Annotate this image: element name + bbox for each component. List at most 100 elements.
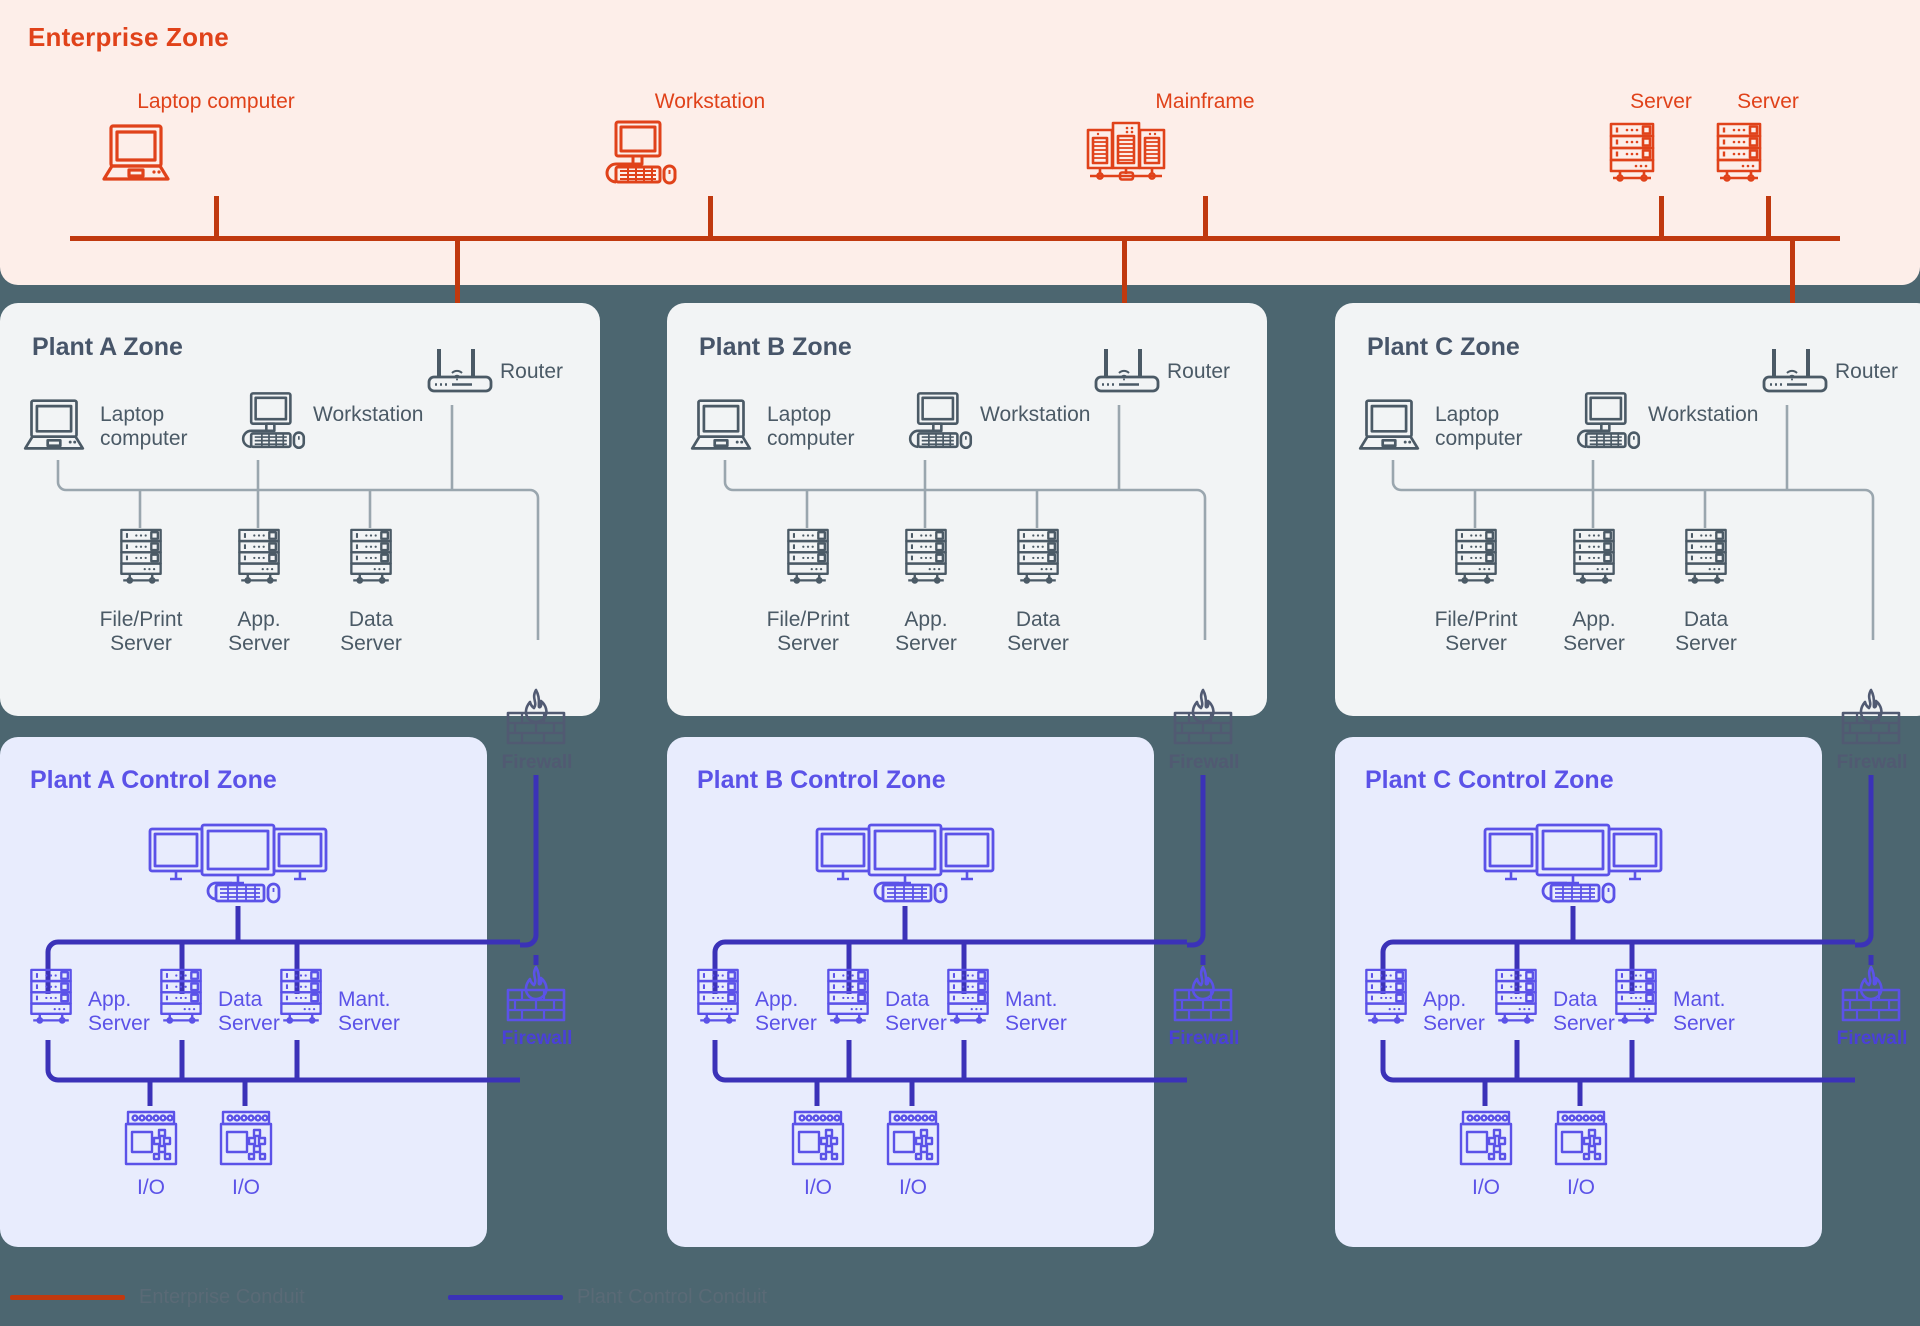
plant-c-control-server-mant[interactable] (1607, 968, 1665, 1026)
plant-a-laptop[interactable] (18, 397, 90, 453)
enterprise-node-server-2[interactable]: Server (1708, 90, 1828, 184)
plant-a-zone (0, 303, 600, 716)
firewall-plant-c-upper[interactable] (1839, 688, 1903, 752)
plant-c-workstation-label: Workstation (1648, 403, 1759, 426)
plant-c-server-app[interactable] (1565, 528, 1623, 586)
plant-c-hmi-workstation[interactable] (1483, 823, 1663, 905)
enterprise-to-plant-a-conduit (455, 236, 460, 346)
plant-b-control-server-mant-label: Mant. Server (1005, 988, 1067, 1035)
plant-a-server-app-line1: App. (237, 608, 281, 631)
plant-a-control-server-mant[interactable] (272, 968, 330, 1026)
plant-c-io-device-2[interactable] (1554, 1110, 1608, 1168)
plant-c-control-server-mant-label: Mant. Server (1673, 988, 1735, 1035)
plant-b-control-server-mant[interactable] (939, 968, 997, 1026)
plant-b-workstation[interactable] (895, 390, 977, 452)
laptop-icon (96, 122, 336, 184)
plant-c-control-server-data-label: Data Server (1553, 988, 1615, 1035)
mainframe-icon (1085, 120, 1325, 182)
plant-a-firewall-conduit (520, 775, 539, 965)
plant-a-io-device-1[interactable] (124, 1110, 178, 1168)
server-rack-icon (1601, 122, 1721, 184)
plant-b-router[interactable] (1092, 347, 1164, 395)
plant-a-io-device-2[interactable] (219, 1110, 273, 1168)
plant-b-control-lower-wiring (712, 1040, 1187, 1106)
enterprise-node-workstation[interactable]: Workstation (590, 90, 830, 186)
plant-a-laptop-label-line1: Laptop (100, 403, 165, 426)
plant-c-server-data[interactable] (1677, 528, 1735, 586)
legend-label-enterprise-conduit: Enterprise Conduit (139, 1286, 305, 1308)
firewall-plant-b-upper-label: Firewall (1168, 752, 1240, 773)
plant-a-server-data[interactable] (342, 528, 400, 586)
server-rack-icon (1708, 122, 1828, 184)
plant-a-io-device-1-label: I/O (136, 1176, 165, 1199)
plant-b-server-data-line1: Data (1015, 608, 1061, 631)
plant-b-io-device-1[interactable] (791, 1110, 845, 1168)
plant-a-workstation[interactable] (228, 390, 310, 452)
plant-a-server-app[interactable] (230, 528, 288, 586)
enterprise-label-server-2: Server (1737, 90, 1799, 113)
plant-a-server-app-line2: Server (228, 631, 290, 655)
plant-b-io-device-2[interactable] (886, 1110, 940, 1168)
plant-c-io-device-1[interactable] (1459, 1110, 1513, 1168)
plant-b-laptop[interactable] (685, 397, 757, 453)
enterprise-label-mainframe: Mainframe (1155, 90, 1255, 113)
firewall-plant-a-lower[interactable] (504, 965, 568, 1029)
enterprise-node-laptop[interactable]: Laptop computer (96, 90, 336, 184)
plant-a-control-server-mant-label: Mant. Server (338, 988, 400, 1035)
firewall-plant-a-upper-label: Firewall (501, 752, 573, 773)
enterprise-drop-workstation (708, 196, 713, 240)
plant-b-laptop-label: Laptop computer (767, 403, 855, 450)
plant-c-server-data-line1: Data (1683, 608, 1729, 631)
plant-b-server-fileprint-line2: Server (777, 631, 839, 655)
plant-c-control-server-app[interactable] (1357, 968, 1415, 1026)
plant-a-router[interactable] (425, 347, 497, 395)
firewall-plant-b-upper[interactable] (1171, 688, 1235, 752)
plant-b-zone-title: Plant B Zone (699, 333, 852, 361)
plant-a-server-fileprint-line2: Server (110, 631, 172, 655)
plant-a-server-fileprint[interactable] (112, 528, 170, 586)
plant-a-router-label: Router (500, 360, 564, 383)
plant-c-io-device-1-label: I/O (1471, 1176, 1500, 1199)
enterprise-drop-laptop (214, 196, 219, 240)
legend-swatch-enterprise-conduit (10, 1295, 125, 1300)
plant-a-control-server-data[interactable] (152, 968, 210, 1026)
plant-a-laptop-label-line2: computer (100, 426, 188, 450)
plant-a-hmi-workstation[interactable] (148, 823, 328, 905)
plant-b-control-zone (667, 737, 1154, 1247)
plant-b-hmi-workstation[interactable] (815, 823, 995, 905)
plant-a-laptop-label: Laptop computer (100, 403, 188, 450)
plant-b-control-server-app-line1: App. (755, 988, 799, 1011)
firewall-plant-a-upper[interactable] (504, 688, 568, 752)
firewall-plant-b-lower-label: Firewall (1168, 1028, 1240, 1049)
enterprise-to-plant-c-conduit (1790, 236, 1795, 346)
plant-c-router-label: Router (1835, 360, 1899, 383)
enterprise-node-mainframe[interactable]: Mainframe (1085, 90, 1325, 182)
enterprise-node-server-1[interactable]: Server (1601, 90, 1721, 184)
plant-b-router-label: Router (1167, 360, 1231, 383)
plant-c-laptop[interactable] (1353, 397, 1425, 453)
plant-c-router[interactable] (1760, 347, 1832, 395)
plant-b-control-server-data-line1: Data (885, 988, 930, 1011)
plant-c-laptop-label-line1: Laptop (1435, 403, 1500, 426)
plant-b-server-data[interactable] (1009, 528, 1067, 586)
plant-a-control-zone-title: Plant A Control Zone (30, 766, 277, 794)
plant-c-control-server-data[interactable] (1487, 968, 1545, 1026)
firewall-plant-b-lower[interactable] (1171, 965, 1235, 1029)
plant-b-control-server-data[interactable] (819, 968, 877, 1026)
plant-c-server-fileprint-line1: File/Print (1434, 608, 1518, 631)
firewall-plant-a-lower-label: Firewall (501, 1028, 573, 1049)
plant-c-workstation[interactable] (1563, 390, 1645, 452)
plant-a-control-upper-wiring (45, 906, 520, 994)
plant-c-control-server-mant-line2: Server (1673, 1011, 1735, 1035)
plant-b-server-fileprint[interactable] (779, 528, 837, 586)
plant-b-control-server-app[interactable] (689, 968, 747, 1026)
legend-item-control-conduit: Plant Control Conduit (448, 1286, 767, 1309)
firewall-plant-c-lower[interactable] (1839, 965, 1903, 1029)
plant-c-server-fileprint[interactable] (1447, 528, 1505, 586)
plant-b-server-app[interactable] (897, 528, 955, 586)
plant-a-control-server-app[interactable] (22, 968, 80, 1026)
plant-c-internal-wiring (1391, 405, 1875, 640)
plant-a-server-app-label: App. Server (189, 608, 329, 655)
plant-b-laptop-label-line2: computer (767, 426, 855, 450)
plant-a-server-data-label: Data Server (301, 608, 441, 655)
